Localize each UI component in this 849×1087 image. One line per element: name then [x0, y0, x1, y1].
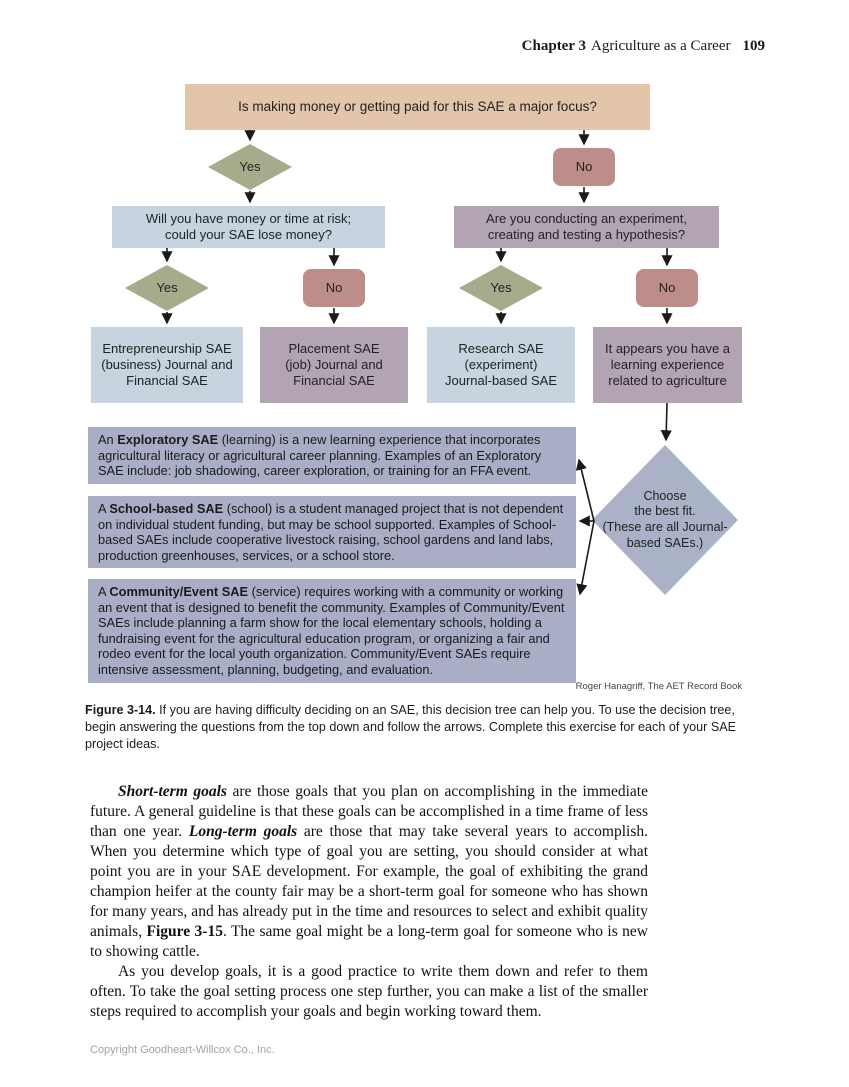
- desc-school-prefix: A: [98, 501, 110, 516]
- flow-outcome-learning: It appears you have a learning experienc…: [593, 327, 742, 403]
- desc-community-text: (service) requires working with a commun…: [98, 584, 565, 678]
- term-short-term-goals: Short-term goals: [118, 783, 227, 800]
- flow-yes-2: Yes: [125, 265, 209, 311]
- flow-question-risk: Will you have money or time at risk; cou…: [112, 206, 385, 248]
- flow-no-3: No: [636, 269, 698, 307]
- term-long-term-goals: Long-term goals: [188, 823, 298, 840]
- figure-3-15-reference: Figure 3-15: [146, 923, 223, 940]
- flow-outcome-entrepreneurship: Entrepreneurship SAE (business) Journal …: [91, 327, 243, 403]
- flow-yes-1: Yes: [208, 144, 292, 190]
- figure-caption: Figure 3-14. If you are having difficult…: [85, 702, 767, 753]
- flow-question-main: Is making money or getting paid for this…: [185, 84, 650, 130]
- flow-question-experiment: Are you conducting an experiment, creati…: [454, 206, 719, 248]
- desc-community-event-sae: A Community/Event SAE (service) requires…: [88, 579, 576, 683]
- chapter-label: Chapter 3: [521, 38, 586, 54]
- paragraph-goals-text-2: are those that may take several years to…: [90, 823, 648, 940]
- desc-community-prefix: A: [98, 584, 110, 599]
- flow-no-2: No: [303, 269, 365, 307]
- figure-caption-label: Figure 3-14.: [85, 703, 156, 717]
- desc-school-based-sae: A School-based SAE (school) is a student…: [88, 496, 576, 569]
- flow-choose-diamond: Choose the best fit. (These are all Jour…: [592, 445, 738, 595]
- desc-exploratory-text: (learning) is a new learning experience …: [98, 432, 542, 479]
- body-text: Short-term goals are those goals that yo…: [90, 782, 648, 1022]
- page-number: 109: [742, 38, 766, 54]
- desc-school-text: (school) is a student managed project th…: [98, 501, 564, 563]
- figure-credit: Roger Hanagriff, The AET Record Book: [575, 681, 742, 692]
- flow-outcome-placement: Placement SAE (job) Journal and Financia…: [260, 327, 408, 403]
- paragraph-goals-text-3: . The same goal might be a long-term goa…: [90, 923, 648, 960]
- paragraph-develop-goals: As you develop goals, it is a good pract…: [90, 963, 648, 1020]
- desc-exploratory-sae: An Exploratory SAE (learning) is a new l…: [88, 427, 576, 484]
- desc-school-term: School-based SAE: [109, 501, 224, 516]
- flow-yes-3: Yes: [459, 265, 543, 311]
- paragraph-goals-text-1: are those goals that you plan on accompl…: [90, 783, 648, 840]
- chapter-title: Agriculture as a Career: [590, 38, 731, 54]
- desc-exploratory-term: Exploratory SAE: [117, 432, 219, 447]
- desc-community-term: Community/Event SAE: [109, 584, 249, 599]
- figure-caption-text: If you are having difficulty deciding on…: [85, 703, 737, 751]
- flow-outcome-research: Research SAE (experiment) Journal-based …: [427, 327, 575, 403]
- desc-exploratory-prefix: An: [98, 432, 118, 447]
- flow-no-1: No: [553, 148, 615, 186]
- copyright-notice: Copyright Goodheart-Willcox Co., Inc.: [90, 1044, 275, 1056]
- paragraph-goals: Short-term goals are those goals that yo…: [90, 782, 648, 962]
